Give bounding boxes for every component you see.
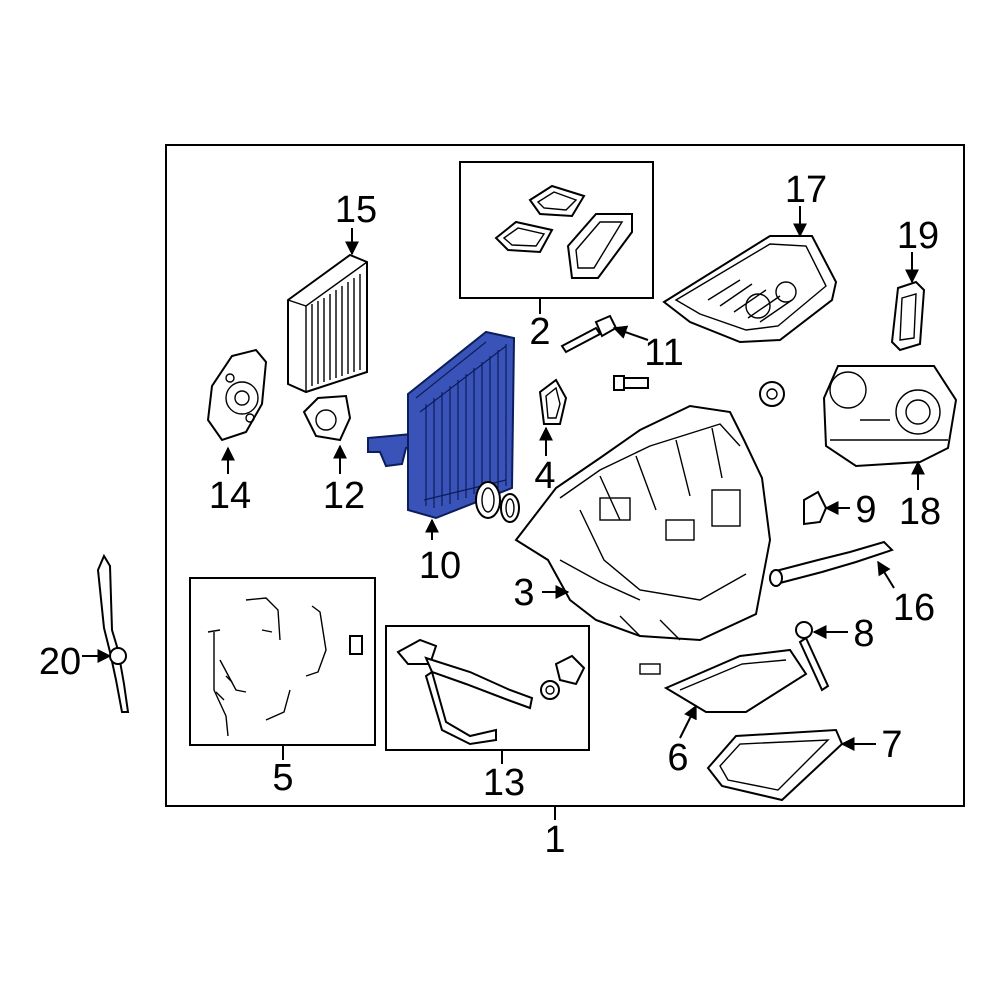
kit-box-13 (385, 625, 590, 751)
callout-13: 13 (483, 762, 525, 804)
part-3-heater-housing[interactable] (514, 404, 772, 642)
callout-2: 2 (529, 311, 550, 353)
callout-18: 18 (899, 491, 941, 533)
callout-9: 9 (855, 489, 876, 531)
callout-15: 15 (335, 189, 377, 231)
callout-1: 1 (544, 819, 565, 861)
o-rings[interactable] (475, 481, 520, 523)
grommet[interactable] (759, 381, 785, 407)
part-11-sensor[interactable] (560, 314, 618, 354)
callout-5: 5 (272, 757, 293, 799)
part-7-gasket[interactable] (706, 728, 844, 802)
leader-16 (877, 560, 895, 589)
part-10-evaporator[interactable] (367, 330, 516, 520)
part-15-cabin-filter[interactable] (287, 253, 368, 394)
part-6-bottom-cover[interactable] (639, 648, 808, 713)
kit-box-2 (459, 161, 654, 299)
callout-14: 14 (209, 475, 251, 517)
callout-6: 6 (667, 737, 688, 779)
callout-19: 19 (897, 215, 939, 257)
callout-3: 3 (513, 572, 534, 614)
part-19-actuator[interactable] (890, 280, 926, 352)
bolt[interactable] (613, 375, 649, 391)
part-20-drain-tube[interactable] (96, 553, 130, 713)
part-8-drain[interactable] (795, 621, 830, 692)
leader-11 (612, 325, 649, 341)
leader-6 (679, 704, 697, 739)
part-4-clip[interactable] (538, 378, 568, 425)
callout-11: 11 (644, 332, 683, 374)
part-17-upper-housing[interactable] (662, 235, 838, 344)
callout-10: 10 (419, 545, 461, 587)
kit-box-5 (189, 577, 376, 746)
callout-17: 17 (785, 169, 827, 211)
callout-16: 16 (893, 587, 935, 629)
part-5-wiring-kit[interactable] (207, 597, 363, 737)
part-14-blower-cover[interactable] (206, 348, 268, 442)
callout-20: 20 (39, 641, 81, 683)
assembly-frame (165, 144, 965, 807)
part-13-pipe-kit[interactable] (396, 638, 586, 746)
callout-7: 7 (881, 724, 902, 766)
callout-12: 12 (323, 475, 365, 517)
callout-8: 8 (853, 613, 874, 655)
part-2-seal-kit[interactable] (494, 184, 633, 279)
part-9-small-actuator[interactable] (803, 490, 828, 526)
part-18-blower-unit[interactable] (822, 365, 958, 468)
part-16-hose[interactable] (769, 540, 894, 587)
part-12-motor[interactable] (302, 394, 352, 442)
callout-4: 4 (534, 455, 555, 497)
